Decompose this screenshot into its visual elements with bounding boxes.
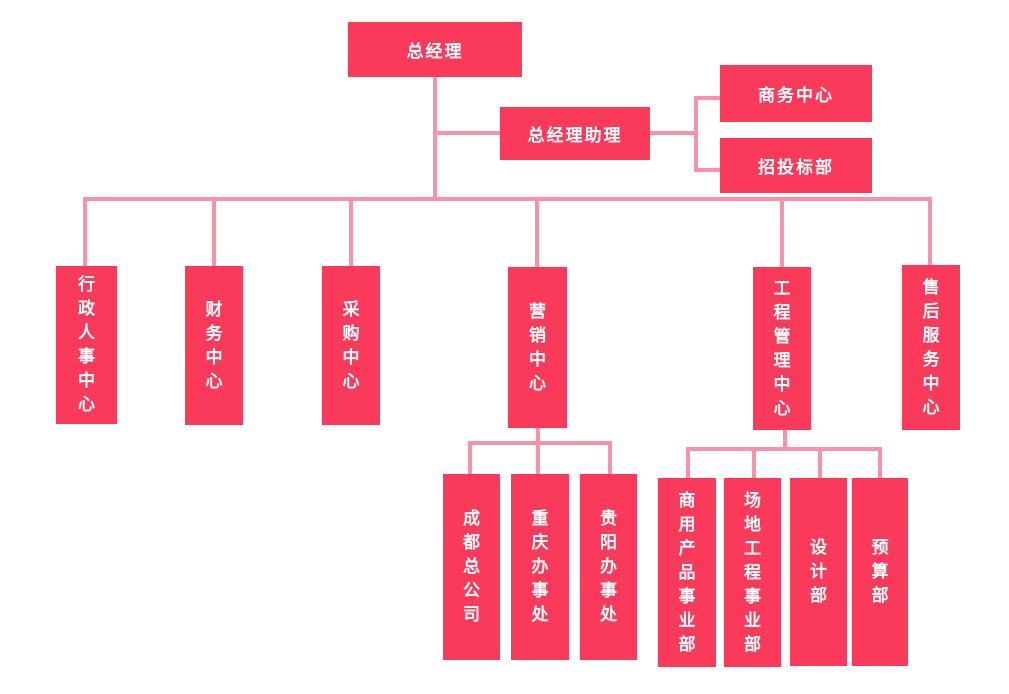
connector-drop-chengdu <box>468 441 472 474</box>
connector-marketing-horizontal <box>468 441 612 445</box>
connector-drop-marketing <box>535 197 539 267</box>
connector-drop-guiyang <box>608 441 612 474</box>
connector-drop-commercial-products <box>686 447 690 478</box>
connector-gm-down <box>433 77 437 201</box>
connector-drop-finance <box>212 197 216 266</box>
connector-drop-site-engineering <box>752 447 756 478</box>
connector-engineering-horizontal <box>686 447 882 451</box>
node-after-sales-center[interactable]: 售 后 服 务 中 心 <box>902 265 960 430</box>
connector-main-horizontal <box>83 197 932 201</box>
connector-drop-budget <box>878 447 882 478</box>
connector-engineering-down <box>783 430 787 451</box>
node-business-center[interactable]: 商务中心 <box>720 65 872 122</box>
node-commercial-products-div[interactable]: 商 用 产 品 事 业 部 <box>658 478 716 667</box>
connector-assistant-out <box>650 131 698 135</box>
connector-bracket-vertical <box>694 96 698 172</box>
connector-drop-engineering <box>780 197 784 267</box>
connector-marketing-down <box>536 427 540 474</box>
node-finance-center[interactable]: 财 务 中 心 <box>185 266 243 425</box>
connector-drop-admin <box>83 197 87 266</box>
node-purchasing-center[interactable]: 采 购 中 心 <box>322 266 380 425</box>
node-admin-hr-center[interactable]: 行 政 人 事 中 心 <box>56 266 117 424</box>
node-guiyang-office[interactable]: 贵 阳 办 事 处 <box>580 474 637 660</box>
node-chengdu-hq[interactable]: 成 都 总 公 司 <box>443 474 500 660</box>
node-budget-dept[interactable]: 预 算 部 <box>852 478 908 666</box>
connector-bracket-bottom <box>698 168 720 172</box>
node-chongqing-office[interactable]: 重 庆 办 事 处 <box>511 474 569 660</box>
node-gm-assistant[interactable]: 总经理助理 <box>500 107 650 160</box>
node-site-engineering-div[interactable]: 场 地 工 程 事 业 部 <box>724 478 781 667</box>
connector-drop-purchasing <box>349 197 353 266</box>
node-engineering-mgmt-center[interactable]: 工 程 管 理 中 心 <box>753 267 811 430</box>
node-bidding-dept[interactable]: 招投标部 <box>720 138 872 193</box>
node-general-manager[interactable]: 总经理 <box>348 22 522 77</box>
node-marketing-center[interactable]: 营 销 中 心 <box>508 267 567 428</box>
node-design-dept[interactable]: 设 计 部 <box>790 478 847 666</box>
connector-drop-after-sales <box>928 197 932 265</box>
connector-bracket-top <box>698 96 720 100</box>
connector-gm-assistant <box>435 131 500 135</box>
connector-drop-design <box>818 447 822 478</box>
